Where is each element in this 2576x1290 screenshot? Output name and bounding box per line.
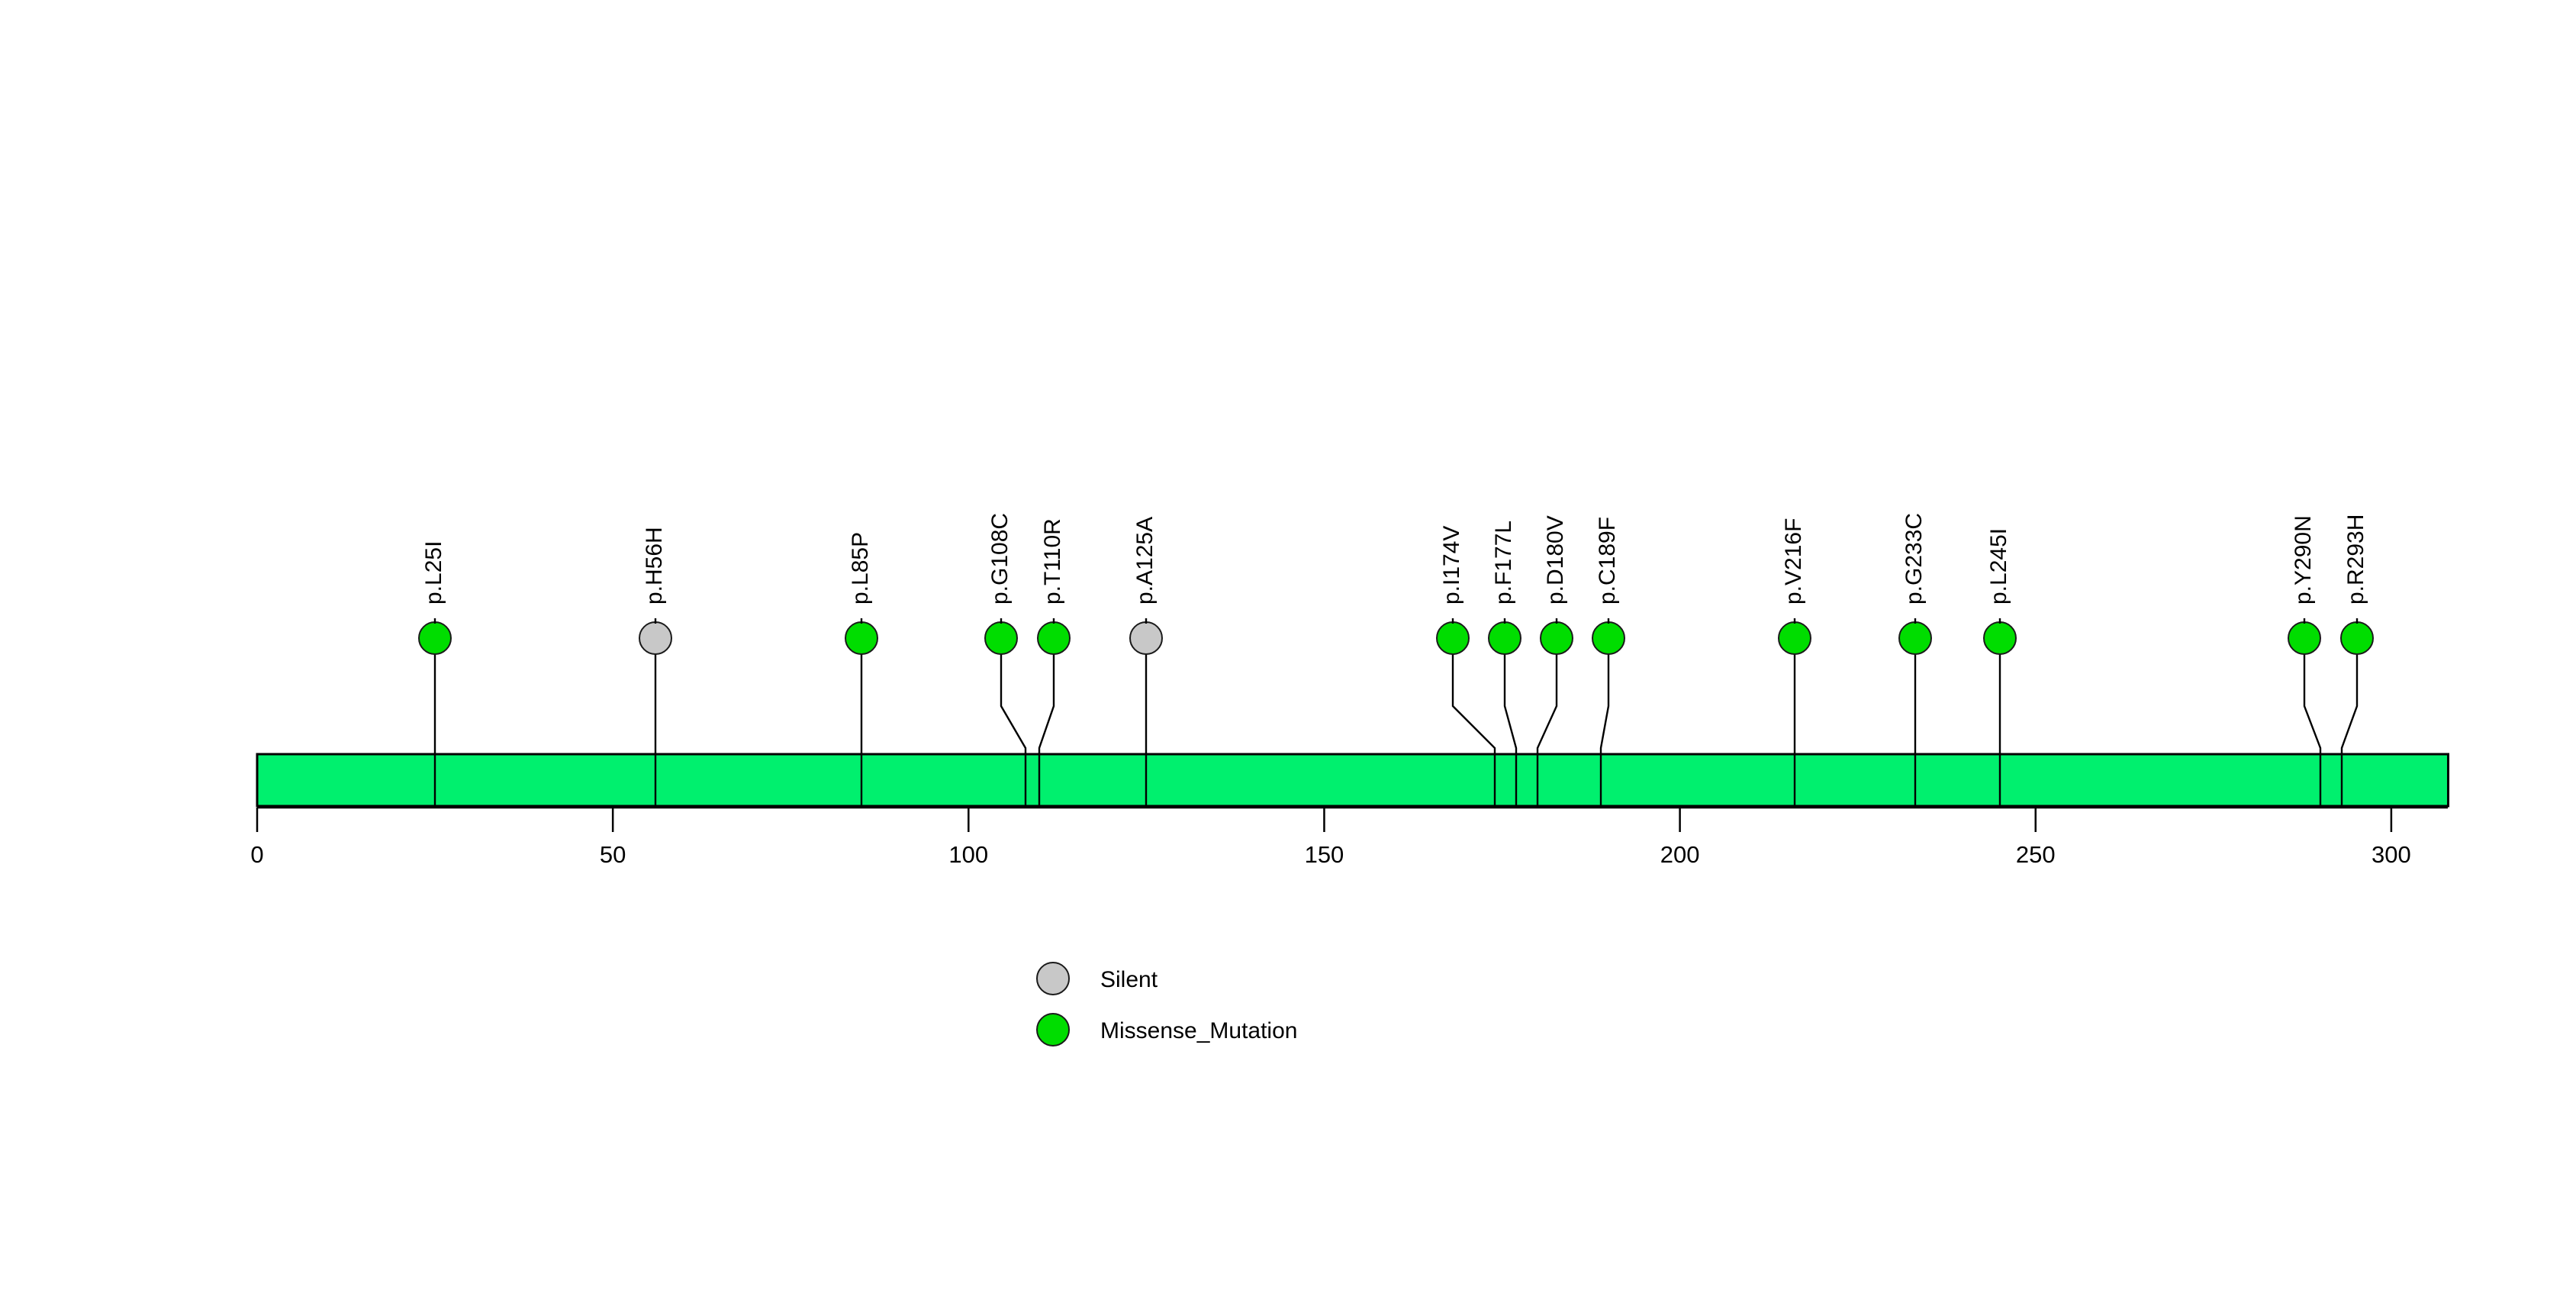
mutation-label-pc189f: p.C189F — [1595, 517, 1620, 605]
mutation-label-pl25i: p.L25I — [421, 541, 446, 605]
mutation-label-pr293h: p.R293H — [2343, 514, 2368, 605]
mutation-bubble-py290n[interactable] — [2288, 621, 2321, 655]
mutation-bubble-pd180v[interactable] — [1540, 621, 1573, 655]
mutation-label-pg108c: p.G108C — [987, 513, 1013, 605]
mutation-label-ph56h: p.H56H — [642, 527, 667, 605]
mutation-bubble-pv216f[interactable] — [1778, 621, 1811, 655]
mutation-bubble-pi174v[interactable] — [1436, 621, 1470, 655]
mutation-label-pv216f: p.V216F — [1781, 518, 1806, 605]
mutation-bubble-pr293h[interactable] — [2340, 621, 2374, 655]
mutation-bubble-pf177l[interactable] — [1488, 621, 1521, 655]
mutation-label-pl245i: p.L245I — [1986, 528, 2011, 605]
mutation-label-pf177l: p.F177L — [1491, 521, 1516, 605]
x-axis-tick-label: 0 — [250, 841, 263, 868]
mutation-bubble-pt110r[interactable] — [1037, 621, 1071, 655]
legend-label-missense_mutation: Missense_Mutation — [1100, 1018, 1297, 1043]
mutation-label-pl85p: p.L85P — [848, 532, 873, 605]
legend-swatch-silent[interactable] — [1036, 962, 1070, 995]
x-axis-tick-label: 200 — [1660, 841, 1700, 868]
mutation-labels-group: p.L25I p.H56H p.L85P p.G108C p.T110R p.A125A p… — [421, 513, 2368, 605]
x-axis-tick-label: 100 — [948, 841, 988, 868]
mutation-label-pg233c: p.G233C — [1901, 513, 1927, 605]
mutation-bubble-pl245i[interactable] — [1983, 621, 2017, 655]
mutation-bubble-pl85p[interactable] — [845, 621, 878, 655]
mutation-label-pi174v: p.I174V — [1439, 526, 1464, 605]
x-axis-tick-label: 50 — [600, 841, 626, 868]
protein-bar-dividers — [433, 754, 2343, 806]
lollipop-bubbles-group — [418, 618, 2374, 655]
x-axis-tick-label: 300 — [2372, 841, 2411, 868]
x-axis-tick-labels: 0 50 100 150 200 250 300 — [250, 841, 2410, 868]
x-axis-tick-label: 250 — [2016, 841, 2056, 868]
legend-swatch-missense_mutation[interactable] — [1036, 1013, 1070, 1047]
x-axis-ticks-group — [256, 808, 2393, 832]
mutation-bubble-pg233c[interactable] — [1898, 621, 1932, 655]
mutation-bubble-pg108c[interactable] — [984, 621, 1018, 655]
mutation-label-pt110r: p.T110R — [1040, 518, 1065, 605]
protein-backbone-bar[interactable] — [256, 753, 2449, 808]
mutation-label-pd180v: p.D180V — [1543, 515, 1568, 605]
mutation-bubble-pa125a[interactable] — [1129, 621, 1163, 655]
mutation-label-py290n: p.Y290N — [2291, 515, 2316, 605]
mutation-label-pa125a: p.A125A — [1132, 517, 1158, 605]
mutation-bubble-ph56h[interactable] — [639, 621, 672, 655]
mutation-bubble-pc189f[interactable] — [1592, 621, 1625, 655]
legend-label-silent: Silent — [1100, 967, 1158, 992]
mutation-bubble-pl25i[interactable] — [418, 621, 452, 655]
x-axis-tick-label: 150 — [1305, 841, 1344, 868]
